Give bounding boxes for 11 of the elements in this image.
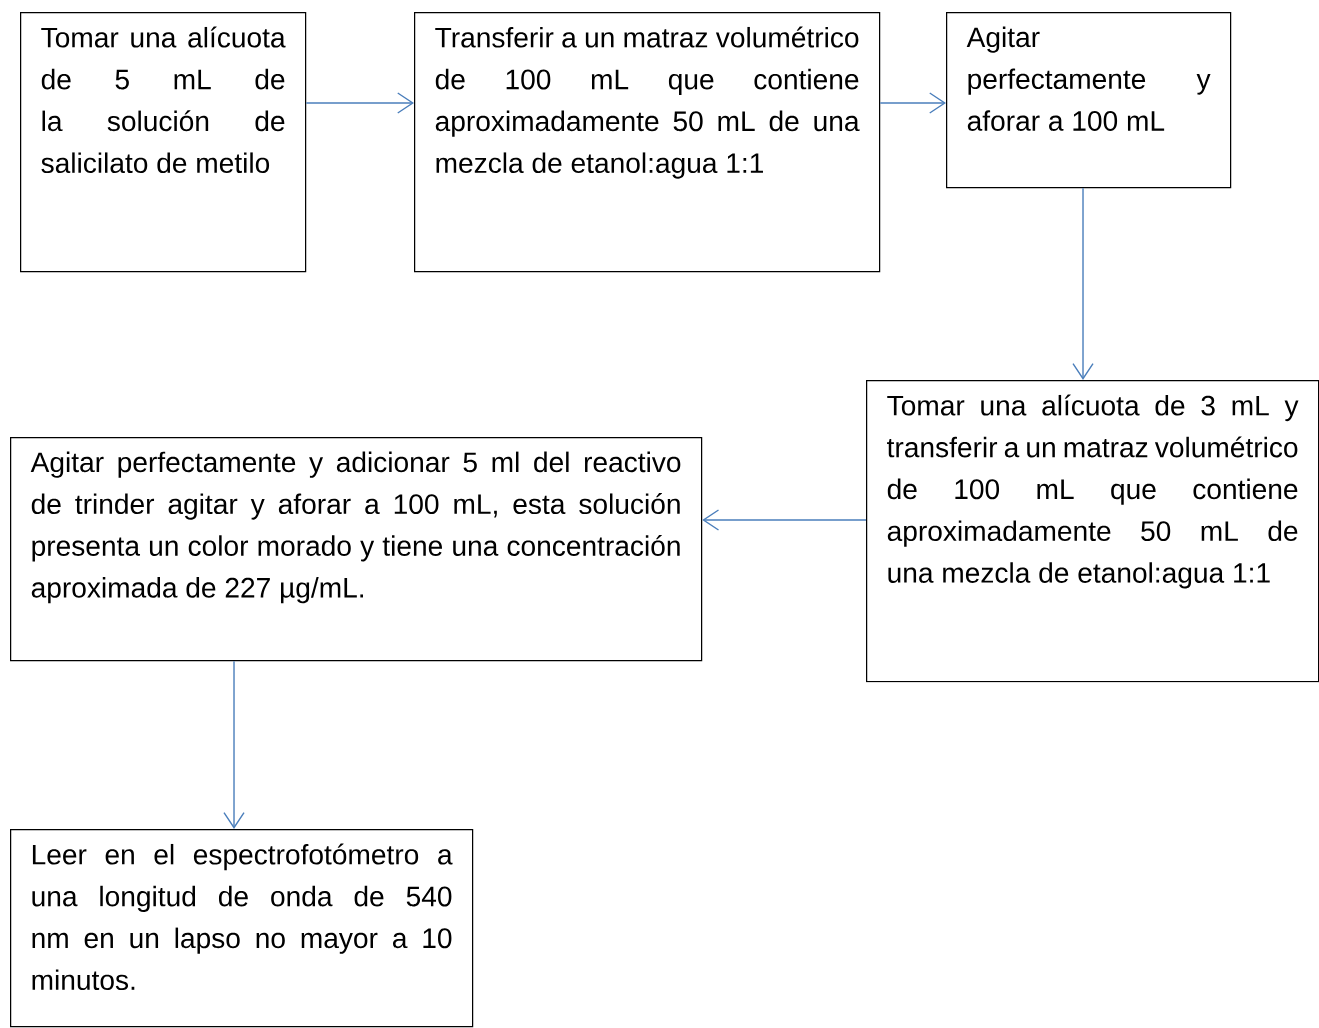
arrow [223, 660, 245, 829]
process-box: Leer en el espectrofotómetro a una longitud de onda de 540 nm en un lapso no mayor a 10 minutos. [10, 829, 474, 1028]
arrow [879, 92, 946, 114]
arrow [1072, 187, 1094, 380]
process-box: Transferir a un matraz volumétrico de 100 mL que contiene aproximadamente 50 mL de una mezcla de etanol:agua 1:1 [414, 12, 881, 273]
process-box: Agitar perfectamente y adicionar 5 ml del reactivo de trinder agitar y aforar a 100 mL, esta solución presenta un color morado y tiene una concentración aproximada de 227 µg/mL. [10, 437, 703, 662]
process-box: Tomar una alícuota de 3 mL y transferir a un matraz volumétrico de 100 mL que contiene aproximadamente 50 mL de una mezcla de etanol:agua 1:1 [866, 380, 1319, 683]
process-box: Agitar perfectamente y aforar a 100 mL [946, 12, 1232, 189]
arrow [702, 509, 867, 531]
arrow [305, 92, 414, 114]
process-box: Tomar una alícuota de 5 mL de la solución de salicilato de metilo [20, 12, 307, 273]
